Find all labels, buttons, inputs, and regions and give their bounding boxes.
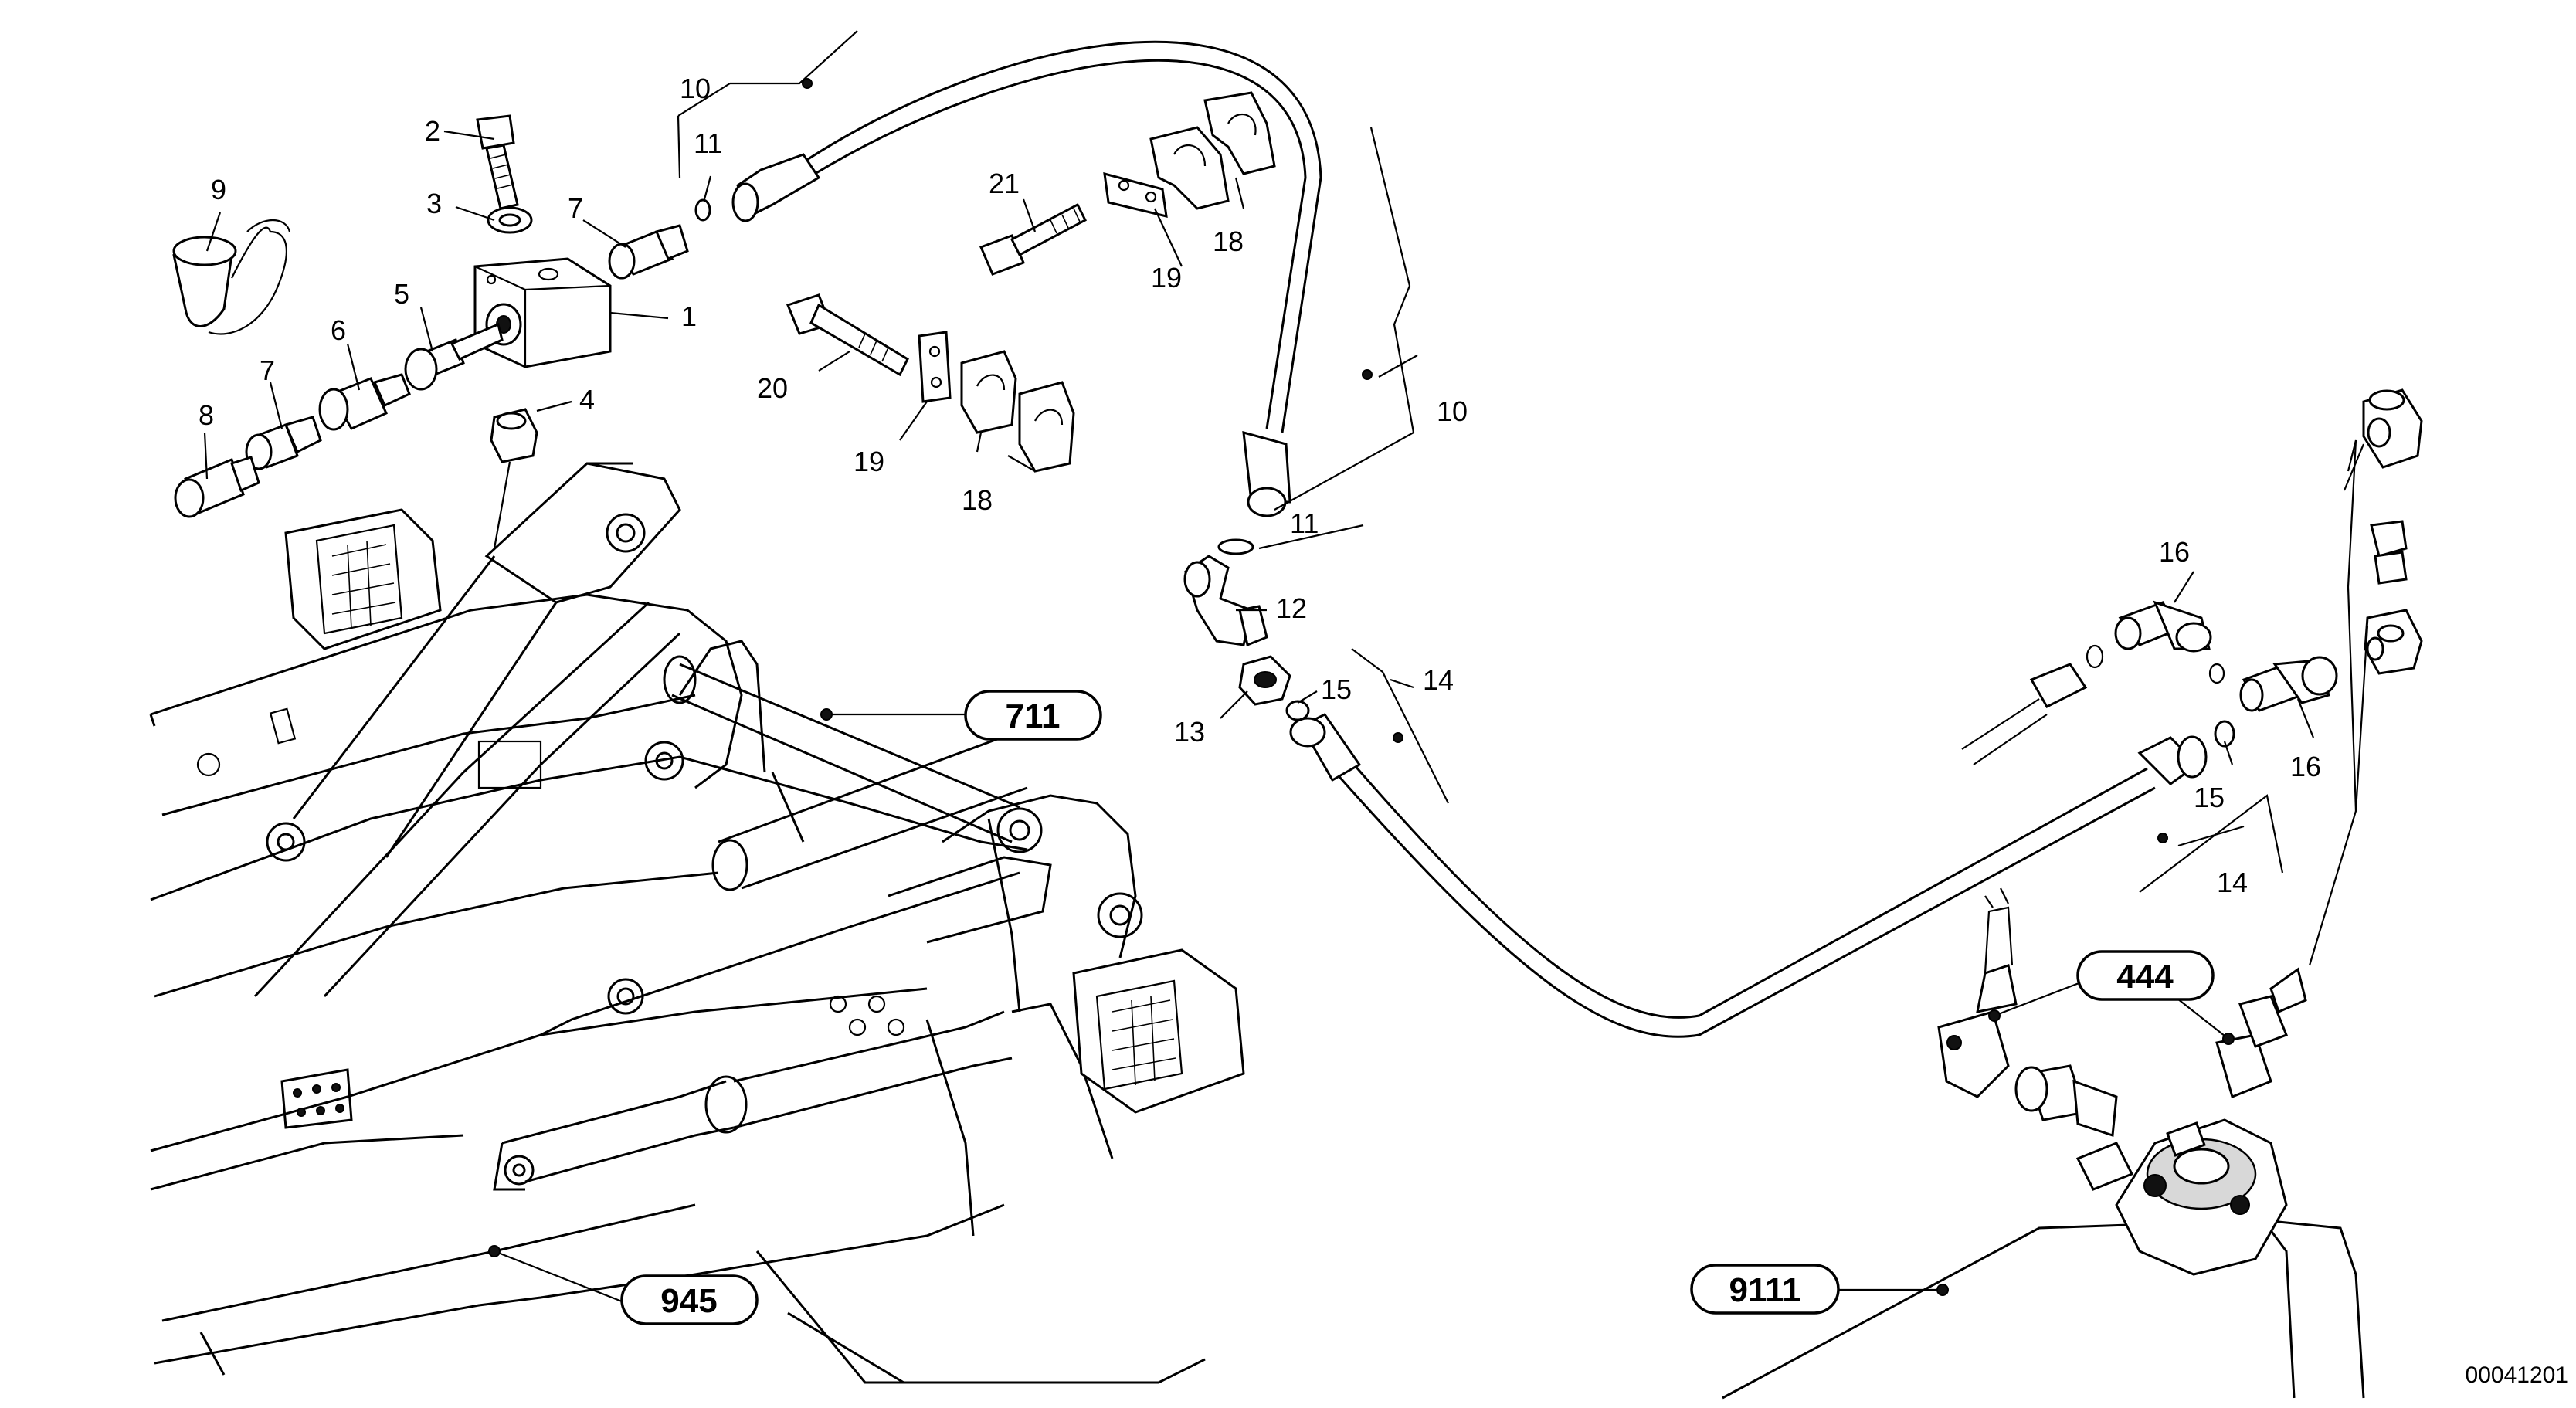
callout-2: 2 bbox=[425, 115, 440, 147]
document-id: 00041201 bbox=[2466, 1362, 2568, 1388]
elbow-fitting-group bbox=[1183, 538, 2235, 748]
callout-5: 5 bbox=[394, 278, 409, 310]
reference-9111-box[interactable] bbox=[1690, 1264, 1840, 1315]
callout-9: 9 bbox=[211, 174, 226, 205]
callout-11b: 11 bbox=[1290, 507, 1319, 539]
callout-19a: 19 bbox=[1151, 262, 1182, 293]
leader-lines bbox=[203, 30, 2369, 966]
callout-1: 1 bbox=[681, 300, 697, 332]
callout-13: 13 bbox=[1174, 716, 1205, 748]
reference-9111[interactable]: 9111 bbox=[1690, 1264, 1840, 1315]
reference-leaders bbox=[488, 78, 2235, 1303]
callout-16a: 16 bbox=[2159, 536, 2190, 568]
reference-711-label: 711 bbox=[1006, 697, 1061, 735]
reference-711-box[interactable] bbox=[964, 690, 1102, 741]
callout-20: 20 bbox=[757, 372, 788, 404]
clamp-set-lower bbox=[786, 293, 1075, 473]
callout-12: 12 bbox=[1276, 592, 1307, 624]
reference-945-box[interactable] bbox=[620, 1274, 759, 1325]
fuel-pump-unit bbox=[2075, 1118, 2288, 1276]
callout-10b: 10 bbox=[1437, 395, 1468, 427]
reference-444-label: 444 bbox=[2116, 958, 2174, 996]
clamp-set-upper bbox=[979, 91, 1276, 276]
callout-19b: 19 bbox=[854, 446, 884, 477]
tee-fitting-stack bbox=[2362, 388, 2423, 675]
callout-16b: 16 bbox=[2290, 751, 2321, 782]
valve-block-assembly bbox=[172, 114, 711, 518]
callout-15a: 15 bbox=[1321, 673, 1352, 705]
callout-15b: 15 bbox=[2194, 782, 2225, 813]
callout-14a: 14 bbox=[1423, 664, 1454, 696]
callout-10a: 10 bbox=[680, 73, 711, 104]
hydraulic-hoses bbox=[731, 40, 2208, 1038]
callout-14b: 14 bbox=[2217, 867, 2248, 898]
reference-945-label: 945 bbox=[660, 1282, 717, 1320]
callout-8: 8 bbox=[199, 399, 214, 431]
callout-4: 4 bbox=[579, 384, 595, 416]
callout-18b: 18 bbox=[962, 484, 993, 516]
callout-6: 6 bbox=[331, 314, 346, 346]
callout-7a: 7 bbox=[568, 192, 583, 224]
callout-7b: 7 bbox=[260, 355, 275, 386]
callout-18a: 18 bbox=[1213, 226, 1244, 257]
elbow-fitting-16-group bbox=[2086, 600, 2338, 712]
reference-9111-label: 9111 bbox=[1729, 1271, 1800, 1309]
reference-444[interactable]: 444 bbox=[2076, 950, 2215, 1001]
reference-444-box[interactable] bbox=[2076, 950, 2215, 1001]
callout-21: 21 bbox=[989, 168, 1020, 199]
callout-numbers: 1 2 3 4 5 6 7 7 8 9 10 10 11 11 12 13 14… bbox=[199, 73, 2321, 898]
loader-arm-assembly bbox=[149, 462, 1245, 1384]
reference-945[interactable]: 945 bbox=[620, 1274, 759, 1325]
callout-3: 3 bbox=[426, 188, 442, 219]
reference-711[interactable]: 711 bbox=[964, 690, 1102, 741]
fitting-group-444 bbox=[1937, 887, 2307, 1138]
callout-11a: 11 bbox=[694, 127, 722, 159]
